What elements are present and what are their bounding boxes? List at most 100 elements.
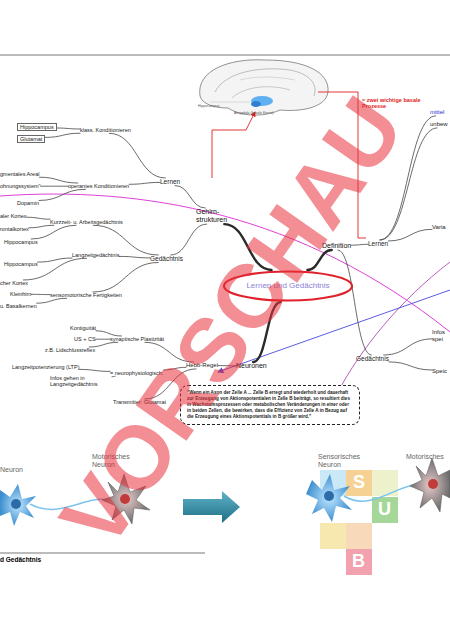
branch-line: [351, 244, 368, 246]
mindmap-term: operantes Konditionieren: [68, 183, 129, 189]
mindmap-term: unbew: [430, 121, 448, 128]
branch-line: [112, 376, 115, 378]
branch-line: [45, 133, 80, 137]
mindmap-term: rontalkortex: [0, 226, 29, 232]
mindmap-term: z.B. Lidschlussreflex: [45, 347, 95, 353]
node-text: Infos gehen in Langzeitgedächtnis: [50, 375, 112, 388]
node-text: Gedächtnis: [356, 355, 389, 362]
mindmap-term: u. Basalkernen: [0, 303, 37, 309]
branch-line: [57, 128, 80, 129]
mindmap-term: Varia: [432, 224, 446, 231]
node-text: unbew: [430, 121, 448, 128]
node-text: synaptische Plastizität: [110, 336, 164, 342]
node-text: Infos spei: [432, 329, 450, 343]
node-text: sensomotorische Fertigkeiten: [50, 292, 122, 298]
branch-line: [29, 225, 54, 228]
branch-line: [129, 182, 160, 184]
branch-line: [38, 258, 72, 262]
branch-line: [384, 339, 432, 355]
mindmap-term: Hippocampus: [4, 239, 38, 245]
node-text: Hippocampus: [20, 124, 54, 130]
mindmap-term: synaptische Plastizität: [110, 336, 164, 342]
branch-line: [119, 256, 150, 258]
node-text: Kurzzeit- u. Arbeitsgedächtnis: [50, 219, 123, 225]
node-text: Varia: [432, 224, 446, 231]
mindmap-term: Speic: [432, 368, 447, 375]
node-text: Gedächtnis: [150, 255, 183, 262]
branch-line: [96, 339, 110, 340]
node-text: mittel: [430, 109, 444, 116]
node-text: Lernen: [160, 178, 180, 185]
term-box: Glutamat: [17, 135, 45, 143]
node-text: Gehirn- strukturen: [196, 208, 236, 224]
mindmap-term: sensomotorische Fertigkeiten: [50, 292, 122, 298]
mindmap-term: aler Kortex: [0, 213, 27, 219]
branch-line: [27, 217, 50, 219]
node-text: Langzeitpotenzierung (LTP): [12, 364, 79, 370]
node-text: operantes Konditionieren: [68, 183, 129, 189]
node-text: Hippocampus: [4, 239, 38, 245]
process-arrow: [183, 491, 240, 523]
branch-line: [89, 342, 118, 347]
node-text: gmentales Areal: [0, 171, 39, 177]
neuron-label: Neuron: [0, 466, 23, 474]
node-text: rontalkortex: [0, 226, 29, 232]
node-text: Glutamat: [20, 136, 42, 142]
mindmap-term: klass. Konditionieren: [80, 127, 131, 133]
mindmap-term: US + CS: [74, 336, 96, 342]
brain-label: Hippocampus: [198, 104, 219, 108]
mindmap-term: gmentales Areal: [0, 171, 39, 177]
logo-letter: U: [378, 499, 391, 520]
mindmap-term: mittel: [430, 109, 444, 116]
branch-line: [96, 331, 122, 336]
mindmap-term: Dopamin: [17, 200, 39, 206]
branch-line: [37, 298, 67, 303]
node-text: ohnungssystem": [0, 183, 40, 189]
mindmap-term: Langzeitpotenzierung (LTP): [12, 364, 79, 370]
node-text: aler Kortex: [0, 213, 27, 219]
mindmap-term: Infos gehen in Langzeitgedächtnis: [50, 375, 112, 388]
node-text: Kontiguität: [70, 325, 96, 331]
node-text: cher Kortex: [0, 280, 28, 286]
branch-line: [93, 263, 158, 293]
mindmap-term: Langzeitgedächtnis: [72, 252, 119, 258]
branch-line: [389, 362, 432, 370]
mindmap-term: cher Kortex: [0, 280, 28, 286]
branch-line: [40, 177, 78, 183]
logo-letter: S: [353, 472, 365, 493]
node-text: klass. Konditionieren: [80, 127, 131, 133]
branch-line: [171, 224, 207, 255]
node-text: Dopamin: [17, 200, 39, 206]
node-text: US + CS: [74, 336, 96, 342]
node-text: Lernen: [368, 240, 388, 247]
node-text: z.B. Lidschlussreflex: [45, 347, 95, 353]
node-text: u. Basalkernen: [0, 303, 37, 309]
node-text: Langzeitgedächtnis: [72, 252, 119, 258]
branch-line: [338, 250, 371, 355]
branch-line: [109, 133, 165, 178]
node-text: Kleinhirn: [10, 291, 31, 297]
mindmap-term: Infos spei: [432, 329, 450, 343]
mindmap-term: Kontiguität: [70, 325, 96, 331]
mindmap-term: Lernen: [368, 240, 388, 247]
mindmap-term: Hippocampus: [4, 261, 38, 267]
mindmap-term: ohnungssystem": [0, 183, 40, 189]
branch-line: [80, 369, 111, 371]
branch-line: [31, 294, 50, 295]
mindmap-term: Kleinhirn: [10, 291, 31, 297]
mindmap-term: Lernen: [160, 178, 180, 185]
branch-line: [93, 225, 158, 255]
mindmap-term: Kurzzeit- u. Arbeitsgedächtnis: [50, 219, 123, 225]
node-text: Speic: [432, 368, 447, 375]
mindmap-term: Gedächtnis: [150, 255, 183, 262]
logo-letter: B: [352, 551, 365, 572]
node-text: Hippocampus: [4, 261, 38, 267]
branch-line: [388, 229, 432, 241]
neuron-label: Motorisches: [406, 453, 444, 461]
neuron-label: Sensorisches Neuron: [318, 453, 370, 469]
caption: d Gedächtnis: [0, 556, 41, 563]
branch-line: [41, 186, 69, 187]
term-box: Hippocampus: [17, 123, 57, 131]
